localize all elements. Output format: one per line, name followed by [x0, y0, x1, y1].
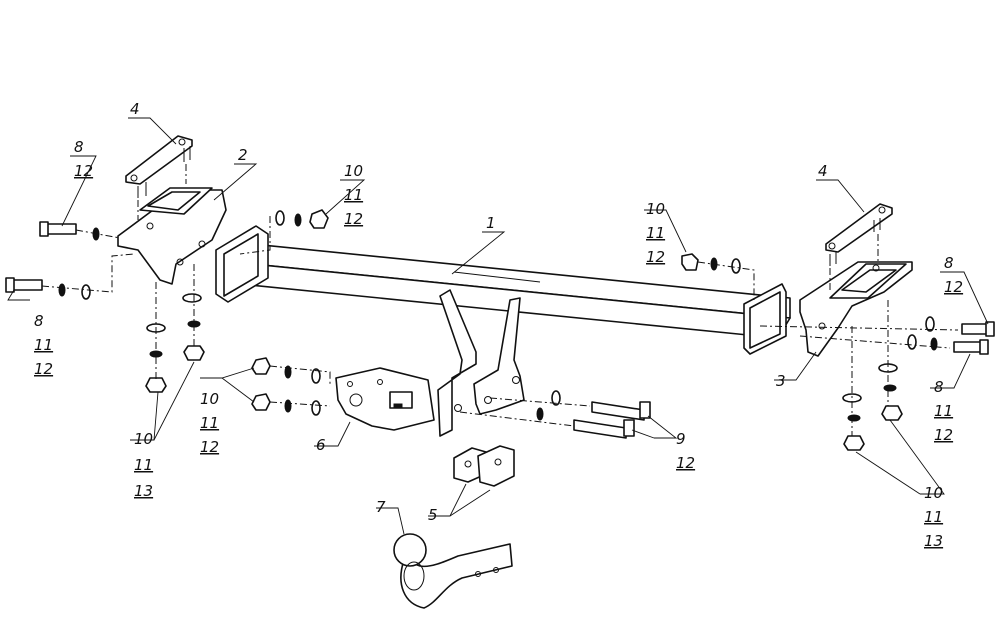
callout-12-mid-left: 12: [200, 438, 219, 456]
assembly-axis-lines: [41, 164, 959, 436]
electrical-socket-plate: [335, 367, 435, 431]
callout-12-top-right: 12: [646, 248, 665, 266]
callout-7: 7: [376, 498, 386, 516]
callout-8-left-bottom: 8: [34, 312, 44, 330]
leader-lines: [7, 117, 989, 535]
callout-11-mid-left: 11: [200, 414, 219, 432]
hitch-mount-plates: [437, 289, 525, 437]
callout-12-bolt: 12: [676, 454, 695, 472]
callout-4-left: 4: [130, 100, 140, 118]
callout-11-top-left: 11: [344, 186, 363, 204]
callout-11-lower-left: 11: [134, 456, 153, 474]
callout-12-left-top: 12: [74, 162, 93, 180]
callout-2: 2: [238, 146, 248, 164]
spacer-blocks: [453, 445, 515, 487]
callout-9: 9: [676, 430, 686, 448]
callout-10-mid-left: 10: [200, 390, 219, 408]
callout-12-left-bottom: 12: [34, 360, 53, 378]
callout-10-lower-right: 10: [924, 484, 943, 502]
callout-13-lower-right: 13: [924, 532, 943, 550]
callout-10-top-right: 10: [646, 200, 665, 218]
right-clamp-plate: [825, 203, 893, 266]
right-bracket: [799, 261, 913, 357]
callout-8-right-bottom: 8: [934, 378, 944, 396]
callout-11-right-bottom: 11: [934, 402, 953, 420]
callout-8-left-top: 8: [74, 138, 84, 156]
callout-1: 1: [486, 214, 496, 232]
callout-13-lower-left: 13: [134, 482, 153, 500]
callout-4-right: 4: [818, 162, 828, 180]
left-bracket: [117, 187, 227, 285]
callout-10-top-left: 10: [344, 162, 363, 180]
callout-8-right-top: 8: [944, 254, 954, 272]
callout-6: 6: [316, 436, 326, 454]
left-clamp-plate: [125, 135, 193, 198]
callout-12-right-top: 12: [944, 278, 963, 296]
callout-11-top-right: 11: [646, 224, 665, 242]
fasteners: [5, 209, 995, 451]
callout-11-lower-right: 11: [924, 508, 943, 526]
tow-ball-arm: [393, 533, 513, 609]
callout-11-left-bottom: 11: [34, 336, 53, 354]
callout-labels: 4 8 12 2 10 11 12 1 10 11 12 4 8 12 8 11…: [34, 100, 963, 550]
callout-10-lower-left: 10: [134, 430, 153, 448]
callout-3: 3: [776, 372, 786, 390]
callout-12-top-left: 12: [344, 210, 363, 228]
main-crossbar: [215, 225, 791, 355]
callout-12-right-bottom: 12: [934, 426, 953, 444]
callout-5: 5: [428, 506, 438, 524]
